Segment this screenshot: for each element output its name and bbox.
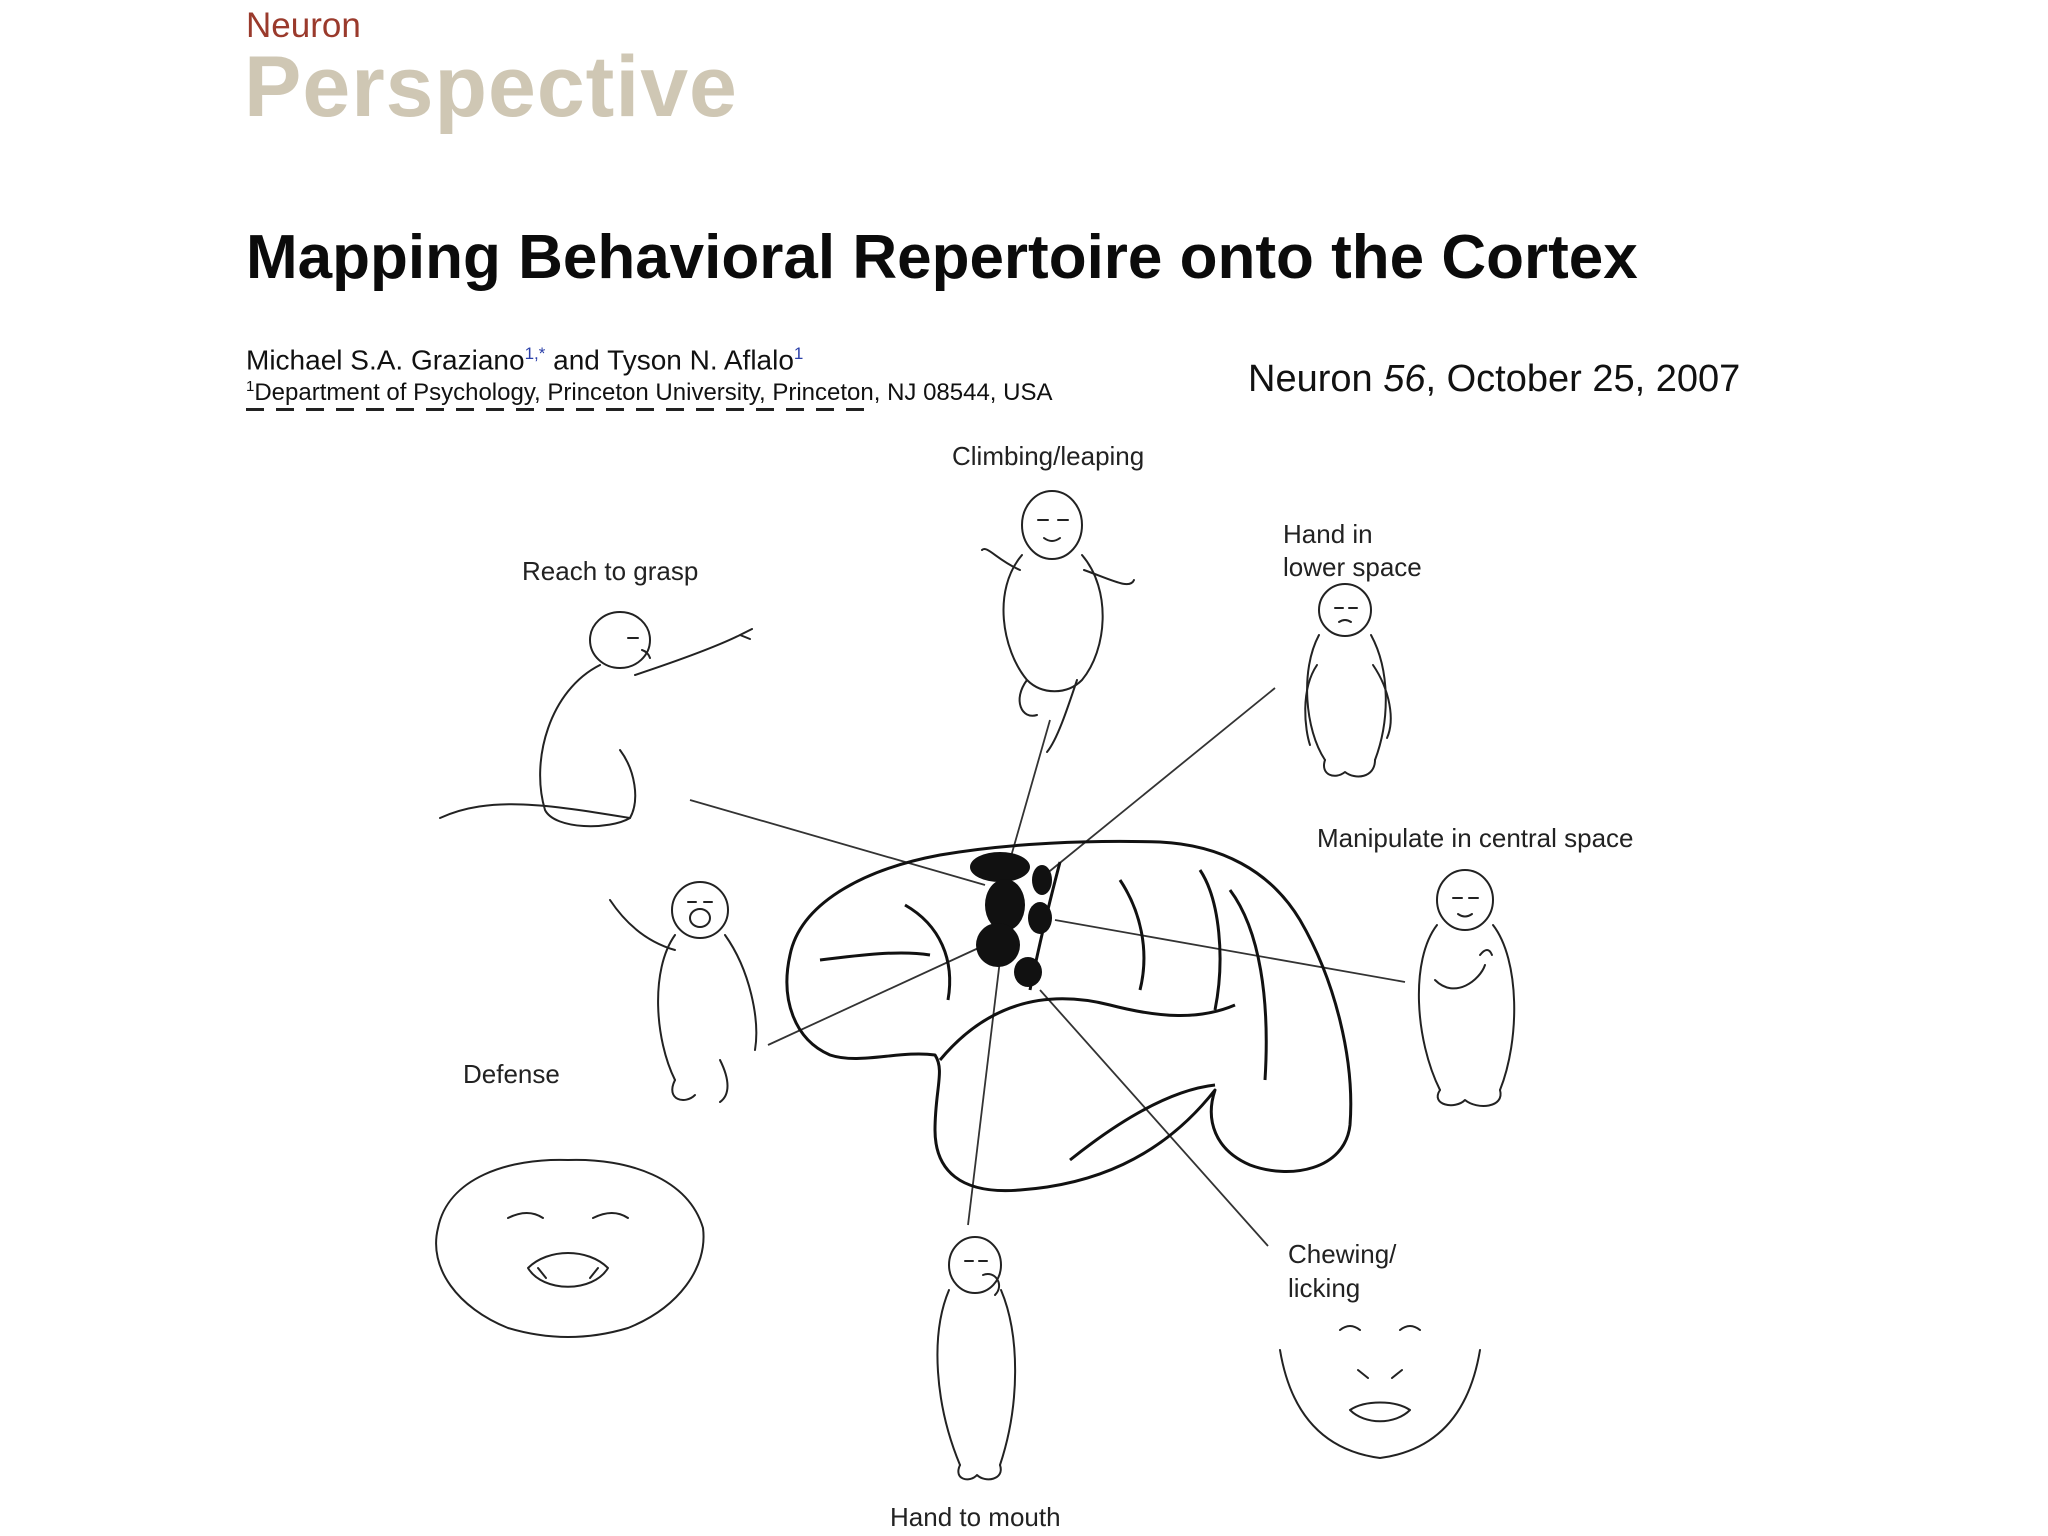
label-reach: Reach to grasp: [522, 556, 698, 586]
lunate-sulcus: [1228, 889, 1268, 1081]
monkey-defense-sketch: [609, 881, 758, 1103]
monkey-hand-mouth-sketch: [936, 1236, 1017, 1481]
article-title: Mapping Behavioral Repertoire onto the C…: [246, 223, 1638, 292]
zone-climbing: [970, 852, 1030, 882]
behavior-labels: Climbing/leaping Hand in lower space Rea…: [463, 441, 1634, 1532]
connector-reach: [689, 799, 986, 886]
journal-name: Neuron: [246, 6, 361, 45]
monkey-reach-sketch: [439, 611, 753, 828]
arcuate-sulcus: [904, 903, 952, 1001]
cortex-outline: [785, 839, 1353, 1193]
author-1-affiliation-marker: 1,*: [524, 344, 546, 363]
superior-temporal-sulcus: [1069, 1083, 1216, 1162]
monkey-climbing-sketch: [981, 490, 1135, 753]
label-defense: Defense: [463, 1059, 560, 1089]
zone-reach: [985, 879, 1025, 931]
connector-hand-lower: [1044, 687, 1276, 876]
connector-lines: [689, 687, 1406, 1247]
frontal-sulcus: [1118, 879, 1146, 991]
clipped-text-line: [246, 408, 866, 412]
monkey-manipulate-sketch: [1417, 869, 1516, 1107]
label-chewing-line2: licking: [1288, 1273, 1360, 1303]
connector-chewing: [1039, 989, 1269, 1247]
monkey-chewing-face-sketch: [1279, 1325, 1481, 1459]
principal-sulcus: [819, 951, 931, 962]
zone-hand-lower: [1032, 865, 1052, 895]
citation-journal: Neuron: [1248, 358, 1384, 400]
affiliation-line: 1Department of Psychology, Princeton Uni…: [246, 378, 1052, 407]
label-climbing: Climbing/leaping: [952, 441, 1144, 471]
section-heading: Perspective: [244, 39, 738, 135]
zone-chewing: [1014, 957, 1042, 987]
lateral-sulcus: [938, 997, 1236, 1061]
label-chewing-line1: Chewing/: [1288, 1239, 1397, 1269]
monkey-defense-face-sketch: [435, 1158, 705, 1338]
author-2-affiliation-marker: 1: [793, 344, 804, 363]
author-line: Michael S.A. Graziano1,* and Tyson N. Af…: [246, 344, 803, 376]
label-manipulate: Manipulate in central space: [1317, 823, 1634, 853]
connector-hand-mouth: [967, 959, 1001, 1226]
citation-date: , October 25, 2007: [1425, 358, 1741, 400]
zone-defense: [976, 923, 1020, 967]
author-2[interactable]: Tyson N. Aflalo: [607, 344, 794, 376]
author-1[interactable]: Michael S.A. Graziano: [246, 344, 525, 376]
label-hand-lower-line1: Hand in: [1283, 519, 1373, 549]
intraparietal-sulcus: [1198, 869, 1222, 1011]
zone-manipulate: [1028, 902, 1052, 934]
cortex-drawing: [785, 839, 1353, 1193]
affiliation-text: Department of Psychology, Princeton Univ…: [254, 379, 1053, 406]
monkey-hand-lower-sketch: [1304, 583, 1392, 778]
action-zones: [970, 852, 1052, 987]
connector-manipulate: [1054, 919, 1406, 983]
affiliation-marker: 1: [246, 378, 255, 395]
citation-volume: 56: [1383, 358, 1426, 400]
label-hand-lower-line2: lower space: [1283, 552, 1422, 582]
author-conjunction: and: [545, 344, 608, 376]
citation: Neuron 56, October 25, 2007: [1248, 358, 1740, 401]
label-hand-mouth: Hand to mouth: [890, 1502, 1061, 1532]
